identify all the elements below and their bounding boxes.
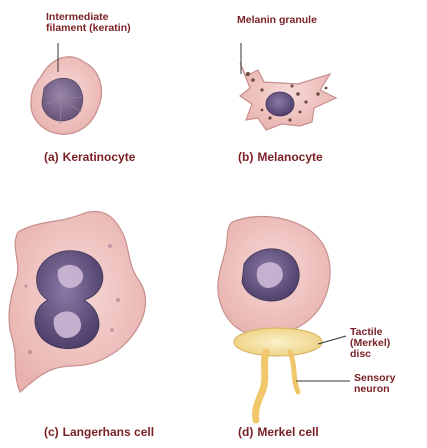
merkel-cell [218,217,330,420]
caption-a-text: Keratinocyte [63,150,136,164]
caption-b-letter: (b) [238,150,253,164]
caption-a: (a) Keratinocyte [44,150,135,164]
sensory-neuron-label: Sensory neuron [354,373,395,395]
caption-c: (c) Langerhans cell [44,425,154,439]
caption-b: (b) Melanocyte [238,150,323,164]
caption-d-letter: (d) [238,425,253,439]
merkel-disc [234,328,322,356]
langerhans-cell [9,211,146,392]
keratinocyte-cell [31,57,102,134]
caption-c-letter: (c) [44,425,59,439]
tactile-disc-label: Tactile (Merkel) disc [350,327,390,360]
caption-a-letter: (a) [44,150,59,164]
sensory-label-line2: neuron [354,384,395,395]
tactile-label-line3: disc [350,349,390,360]
tactile-leader-line [318,336,346,344]
intermediate-filament-label-line2: filament (keratin) [46,23,131,34]
intermediate-filament-label: Intermediate filament (keratin) [46,12,131,34]
caption-c-text: Langerhans cell [63,425,154,439]
melanocyte-cell [240,63,336,130]
caption-b-text: Melanocyte [257,150,322,164]
caption-d: (d) Merkel cell [238,425,319,439]
caption-d-text: Merkel cell [257,425,318,439]
melanin-granule-label: Melanin granule [237,15,317,26]
sensory-neuron [255,352,266,420]
